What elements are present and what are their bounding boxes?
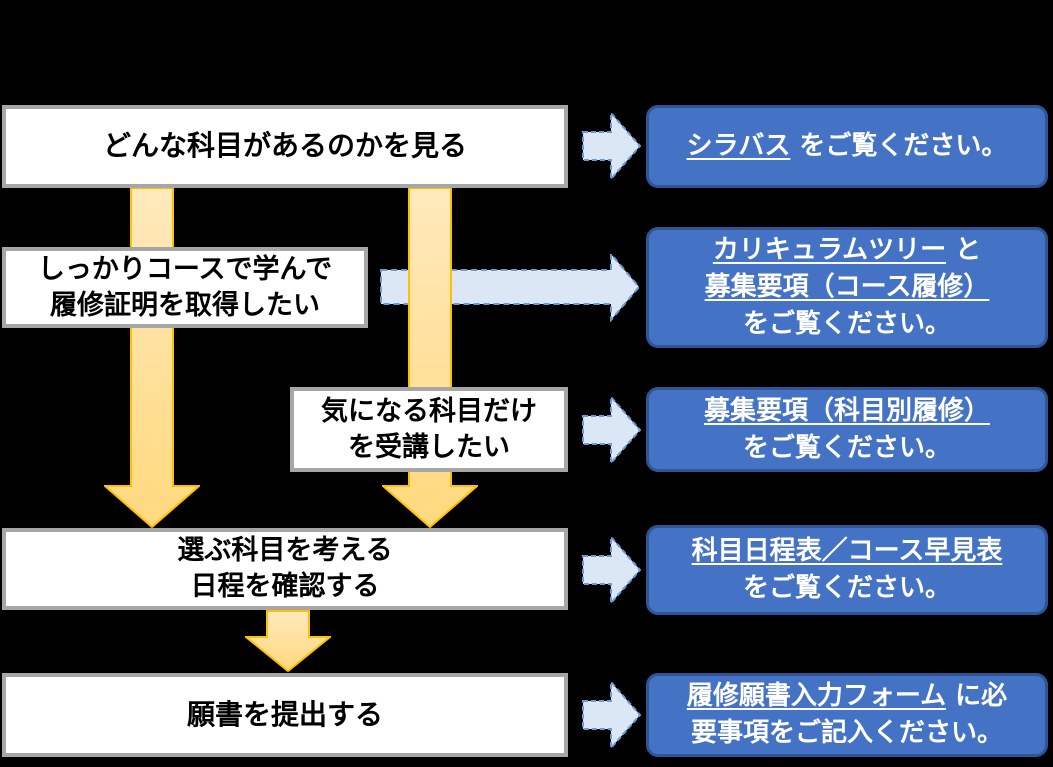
down-arrow-left-icon [104, 188, 200, 528]
info-line: 要事項をご記入ください。 [691, 715, 1003, 752]
info-text: に必 [946, 681, 1008, 712]
info-line: 科目日程表／コース早見表 [692, 533, 1003, 570]
info-line: をご覧ください。 [743, 306, 951, 343]
info-line: をご覧ください。 [743, 430, 951, 467]
info-line: をご覧ください。 [743, 570, 951, 607]
link-guidelines-course[interactable]: 募集要項（コース履修） [704, 272, 990, 303]
step-choose-schedule: 選ぶ科目を考える 日程を確認する [2, 528, 568, 610]
info-text: をご覧ください。 [742, 308, 951, 339]
step-label: 気になる科目だけ [321, 395, 537, 427]
info-line: 履修願書入力フォーム に必 [687, 678, 1007, 715]
info-line: シラバス をご覧ください。 [687, 128, 1008, 165]
info-box-syllabus: シラバス をご覧ください。 [646, 105, 1048, 188]
step-label: 願書を提出する [186, 697, 383, 731]
info-line: 募集要項（科目別履修） [704, 393, 990, 430]
step-course-learning: しっかりコースで学んで 履修証明を取得したい [2, 247, 368, 328]
connector-arrow-row1-icon [582, 110, 642, 182]
info-box-curriculum: カリキュラムツリー と 募集要項（コース履修） をご覧ください。 [646, 227, 1048, 348]
step-label: 選ぶ科目を考える [177, 535, 393, 567]
connector-arrow-row3-icon [582, 394, 642, 466]
link-schedule-table[interactable]: 科目日程表／コース早見表 [691, 536, 1003, 567]
connector-arrow-row5-icon [582, 679, 642, 751]
info-text: 要事項をご記入ください。 [690, 718, 1003, 748]
down-arrow-bottom-icon [245, 610, 331, 672]
info-text: と [946, 235, 982, 266]
info-text: をご覧ください。 [742, 432, 951, 463]
step-label: を受講したい [348, 431, 510, 463]
down-arrow-right-icon [382, 188, 478, 528]
step-single-subjects: 気になる科目だけ を受講したい [290, 387, 568, 472]
step-label: しっかりコースで学んで [37, 253, 333, 285]
info-line: 募集要項（コース履修） [705, 269, 990, 306]
info-box-application-form: 履修願書入力フォーム に必 要事項をご記入ください。 [646, 673, 1048, 757]
info-box-guidelines-subject: 募集要項（科目別履修） をご覧ください。 [646, 387, 1048, 472]
info-text: をご覧ください。 [790, 131, 1008, 162]
link-curriculum-tree[interactable]: カリキュラムツリー [712, 235, 947, 266]
link-syllabus[interactable]: シラバス [686, 131, 791, 162]
connector-arrow-row4-icon [582, 534, 642, 606]
step-label: 履修証明を取得したい [50, 289, 320, 321]
step-label: 日程を確認する [190, 571, 380, 602]
step-view-subjects: どんな科目があるのかを見る [2, 105, 568, 188]
info-text: をご覧ください。 [742, 573, 951, 603]
step-label: どんな科目があるのかを見る [102, 129, 467, 163]
link-guidelines-subject[interactable]: 募集要項（科目別履修） [703, 395, 990, 426]
step-submit-application: 願書を提出する [2, 673, 568, 757]
link-application-form[interactable]: 履修願書入力フォーム [686, 681, 947, 712]
info-line: カリキュラムツリー と [713, 232, 981, 269]
info-box-schedule: 科目日程表／コース早見表 をご覧ください。 [646, 525, 1048, 615]
